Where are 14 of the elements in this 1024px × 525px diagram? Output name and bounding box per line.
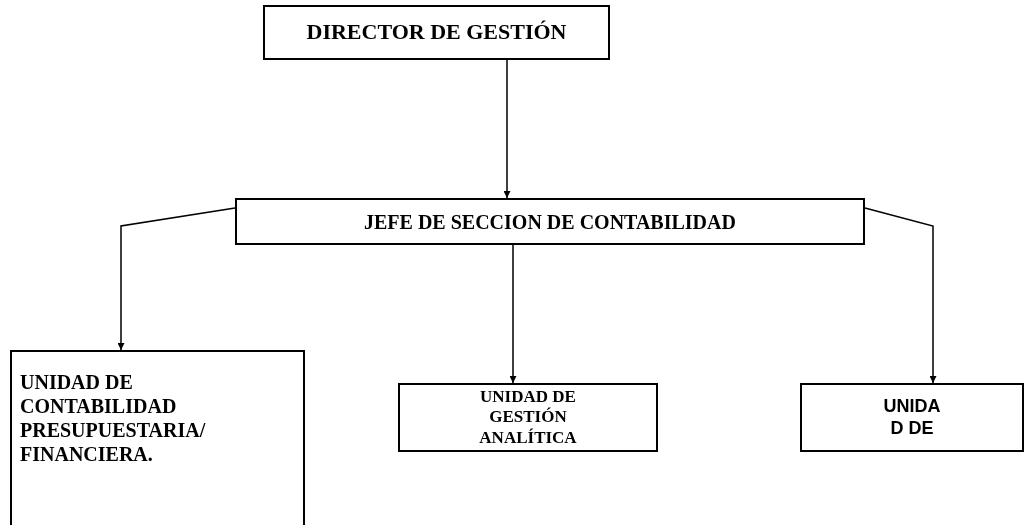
org-box <box>800 383 1024 452</box>
arrow <box>864 207 937 384</box>
node-label: UNIDAD DE GESTIÓN ANALÍTICA <box>478 386 578 449</box>
node-label: UNIDA D DE <box>882 395 942 440</box>
org-box <box>398 383 658 452</box>
org-box <box>10 350 305 525</box>
arrow <box>503 59 511 199</box>
arrow <box>117 207 236 351</box>
arrow <box>509 244 517 384</box>
node-label: DIRECTOR DE GESTIÓN <box>306 19 567 46</box>
org-box <box>263 5 610 60</box>
node-label: UNIDAD DE CONTABILIDAD PRESUPUESTARIA/ FINANCIERA. <box>20 370 207 466</box>
org-box <box>235 198 865 245</box>
node-label: JEFE DE SECCION DE CONTABILIDAD <box>364 209 736 234</box>
